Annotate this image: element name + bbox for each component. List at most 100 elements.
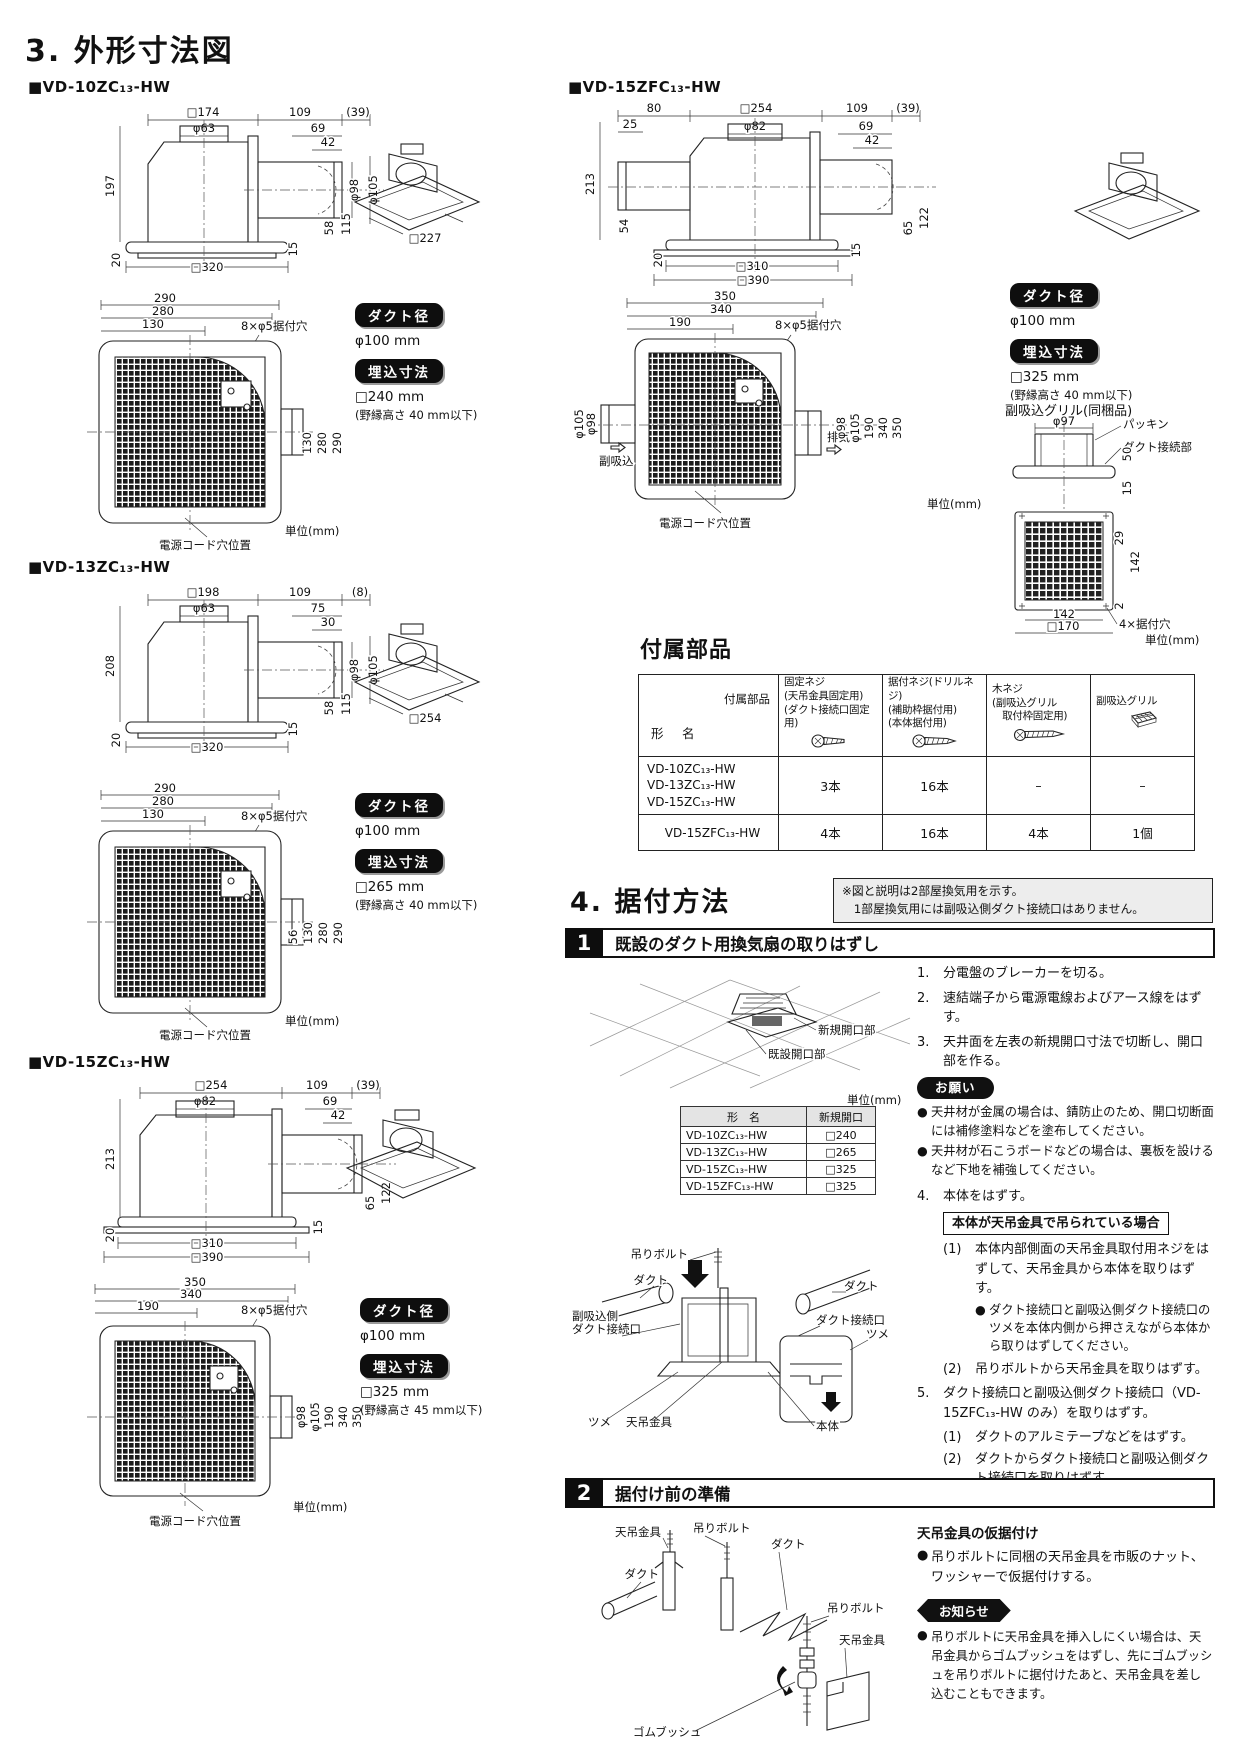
dim-label: 350 (184, 1275, 206, 1289)
model-name: ■VD-15ZC₁₃-HW (28, 1053, 171, 1071)
section4-title: 4. 据付方法 (570, 887, 731, 918)
qty-cell: – (986, 756, 1091, 815)
dim-label: 213 (103, 1148, 117, 1170)
dim-label: 109 (306, 1078, 328, 1092)
dim-label: 15 (1120, 481, 1134, 496)
table-row: VD-13ZC₁₃-HW□265 (680, 1143, 876, 1161)
dim-label: φ105 (308, 1402, 322, 1432)
qty-cell: 3本 (778, 756, 883, 815)
vd15-bottom-view: 350 340 190 8×φ5据付穴 φ98 φ105 190 340 350… (87, 1274, 366, 1530)
rubber-bush-label: ゴムブッシュ (633, 1725, 701, 1739)
dim-label: 109 (289, 585, 311, 599)
step1-instructions: 1.分電盤のブレーカーを切る。 2.速結端子から電源電線およびアース線をはずす。… (917, 964, 1215, 1494)
dim-label: φ105 (572, 409, 586, 439)
case-box: 本体が天吊金具で吊られている場合 (943, 1211, 1169, 1235)
hanging-bolt-label: 吊りボルト (631, 1247, 689, 1261)
vd10-spec: ダクト径 φ100 mm 埋込寸法 □240 mm (野縁高さ 40 mm以下) (355, 303, 535, 423)
notice-badge: お知らせ (917, 1599, 1011, 1622)
dim-label: (39) (356, 1078, 380, 1092)
vd10-bottom-view: 290 280 130 8×φ5据付穴 130 280 290 電源コード穴位置… (87, 290, 346, 554)
dim-label: 109 (846, 101, 868, 115)
dim-label: (39) (346, 105, 370, 119)
embed-value: □325 mm (360, 1384, 430, 1400)
dim-label: 122 (917, 207, 931, 229)
sub-intake-arrow-icon (610, 441, 626, 454)
step2-title: 据付け前の準備 (603, 1478, 1215, 1508)
duct-connector-label: ダクト接続口 (816, 1313, 885, 1327)
dim-label: 280 (315, 432, 329, 454)
dim-label: 130 (301, 922, 315, 944)
dim-label: 54 (617, 219, 631, 234)
model-vd13-section: ■VD-13ZC₁₃-HW □198 109 (8) φ63 75 30 208… (25, 558, 545, 1053)
dim-label: 30 (321, 615, 336, 629)
step-number-badge: 1 (565, 928, 603, 958)
cord-hole-label: 電源コード穴位置 (159, 538, 251, 552)
model-vd15-section: ■VD-15ZC₁₃-HW □254 109 (39) φ82 69 42 21… (25, 1053, 545, 1530)
sub-grille-icon (1130, 711, 1157, 729)
exhaust-label: 排気 (827, 430, 850, 444)
vd15f-side-view: 80 □254 109 (39) 25 φ82 69 42 213 54 65 … (582, 100, 936, 289)
table-row: VD-15ZC₁₃-HW□325 (680, 1160, 876, 1178)
hanger-bracket-label: 天吊金具 (626, 1415, 672, 1429)
dim-label: □198 (187, 585, 220, 599)
wood-screw-icon (1013, 728, 1065, 742)
sub-duct-connector-label: 副吸込側 (572, 1309, 618, 1323)
dim-label: 190 (322, 1406, 336, 1428)
dim-label: 115 (339, 693, 353, 715)
duct-dia-pill: ダクト径 (1010, 283, 1098, 307)
duct-label: ダクト (634, 1273, 669, 1287)
accessories-title: 付属部品 (640, 638, 733, 663)
unit-label: 単位(mm) (927, 497, 982, 511)
col-header: 新規開口 (806, 1106, 876, 1127)
embed-value: □325 mm (1010, 369, 1080, 385)
drill-screw-icon (911, 734, 957, 748)
instruction-text: ダクト接続口と副吸込側ダクト接続口（VD-15ZFC₁₃-HW のみ）を取りはず… (943, 1386, 1201, 1421)
unit-label: 単位(mm) (285, 1014, 339, 1028)
qty-cell: 16本 (882, 756, 987, 815)
hanging-bolt-label: 吊りボルト (693, 1521, 751, 1535)
corner-label-parts: 付属部品 (724, 692, 770, 706)
dim-label: 130 (142, 317, 164, 331)
dim-label: 142 (1053, 607, 1075, 621)
dim-label: 20 (109, 253, 123, 268)
duct-dia-pill: ダクト径 (355, 303, 443, 327)
qty-cell: – (1090, 756, 1195, 815)
dim-label: 280 (152, 794, 174, 808)
tab-label: ツメ (588, 1415, 611, 1429)
duct-dia-pill: ダクト径 (360, 1298, 448, 1322)
vd10-iso-view: □227 (353, 143, 481, 247)
vd13-iso-view: □254 (353, 623, 481, 727)
dim-label: 25 (623, 117, 638, 131)
opening-size-table: 形 名新規開口 VD-10ZC₁₃-HW□240 VD-13ZC₁₃-HW□26… (680, 1106, 876, 1195)
hanger-bracket-label: 天吊金具 (839, 1633, 885, 1647)
vd13-bottom-view: 290 280 130 8×φ5据付穴 56 130 280 290 電源コード… (87, 780, 347, 1044)
step1-title: 既設のダクト用換気扇の取りはずし (603, 928, 1215, 958)
embed-note: (野縁高さ 45 mm以下) (360, 1403, 483, 1417)
unit-label: 単位(mm) (847, 1093, 902, 1107)
dim-label: □254 (740, 101, 773, 115)
table-row: VD-15ZFC₁₃-HW□325 (680, 1177, 876, 1195)
note-text: 吊りボルトに天吊金具を挿入しにくい場合は、天吊金具からゴムブッシュをはずし、先に… (931, 1630, 1213, 1702)
holes-label: 8×φ5据付穴 (241, 1303, 308, 1317)
col-sub-grille: 副吸込グリル (1090, 674, 1195, 757)
instruction-text: 天井面を左表の新規開口寸法で切断し、開口部を作る。 (943, 1034, 1204, 1070)
note-text: ダクト接続口と副吸込側ダクト接続口のツメを本体内側から押さえながら本体から取りは… (989, 1302, 1211, 1354)
cord-hole-label: 電源コード穴位置 (159, 1028, 251, 1042)
step1-banner: 1 既設のダクト用換気扇の取りはずし (565, 928, 1215, 958)
mount-holes-label: 4×据付穴 (1119, 617, 1171, 631)
qty-cell: 16本 (882, 814, 987, 851)
sub-duct-connector-label: ダクト接続口 (572, 1322, 641, 1336)
instruction-text: ダクトのアルミテープなどをはずす。 (975, 1430, 1194, 1446)
embed-value: □265 mm (355, 879, 425, 895)
dim-label: 42 (331, 1108, 346, 1122)
step-number-badge: 2 (565, 1478, 603, 1508)
qty-cell: 4本 (986, 814, 1091, 851)
dim-label: 80 (647, 101, 662, 115)
dim-label: 56 (286, 930, 300, 945)
new-opening-label: 新規開口部 (818, 1023, 876, 1037)
dim-label: 42 (321, 135, 336, 149)
embed-pill: 埋込寸法 (1010, 339, 1098, 363)
qty-cell: 4本 (778, 814, 883, 851)
dim-label: □390 (191, 1250, 224, 1264)
dim-label: 29 (1112, 531, 1126, 546)
